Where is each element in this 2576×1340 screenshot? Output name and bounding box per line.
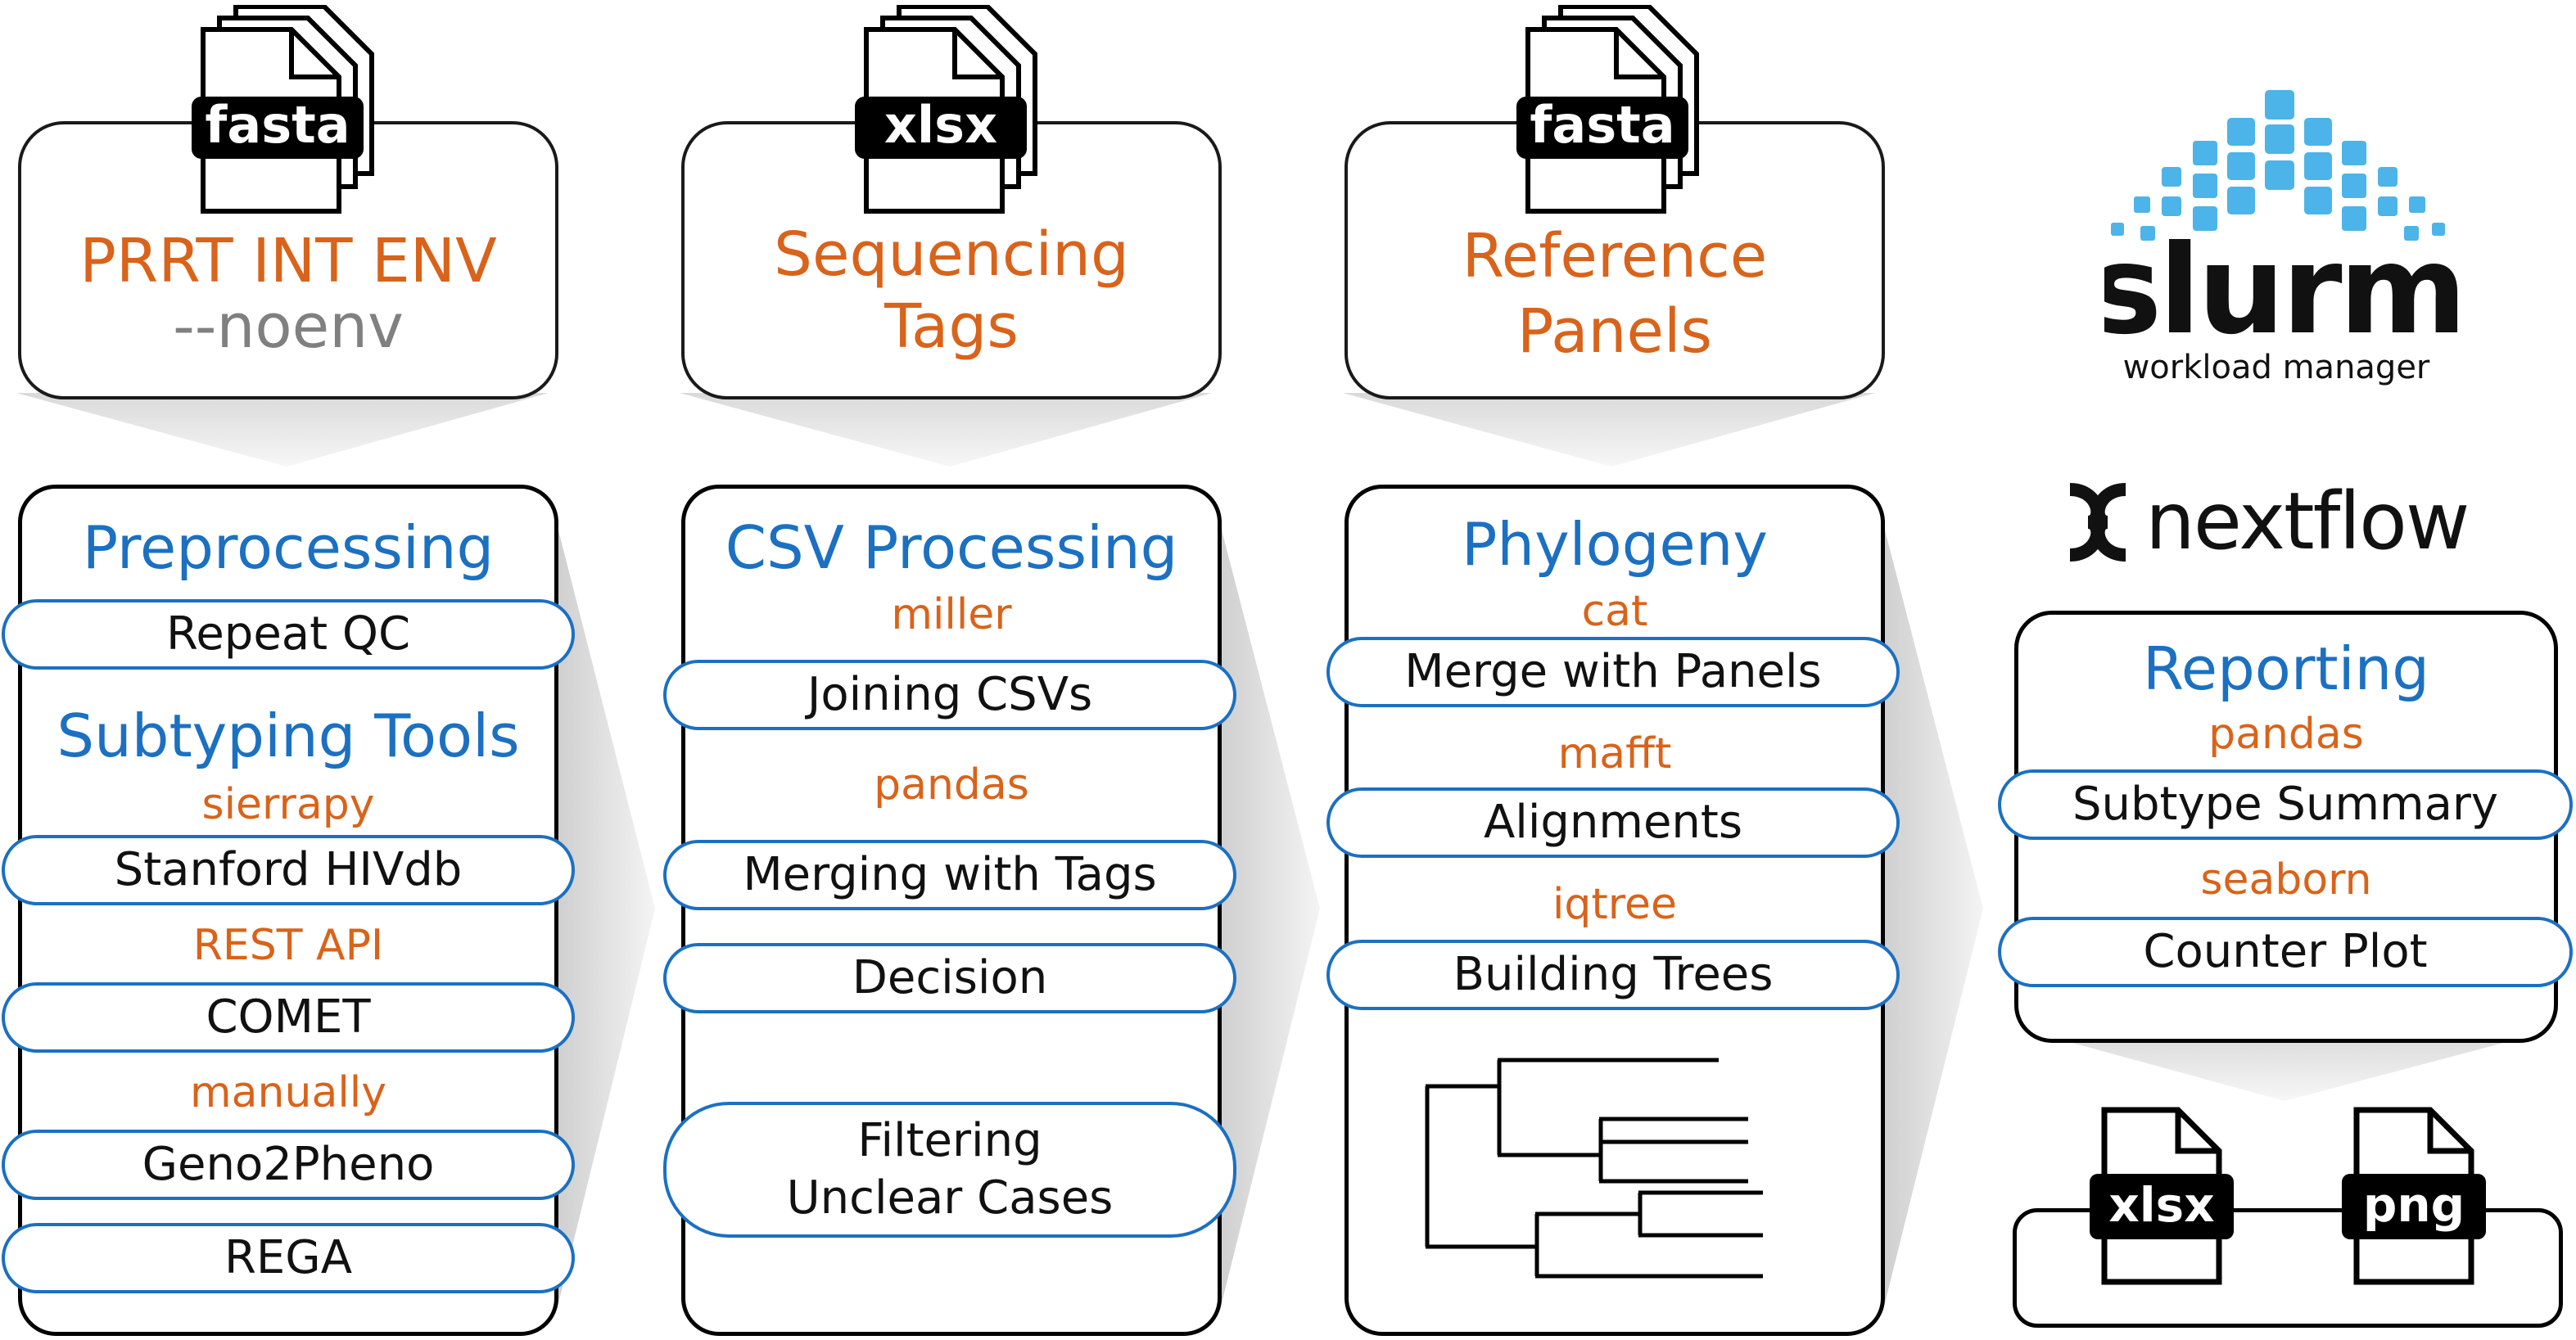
step-stanford-hivdb: Stanford HIVdb: [2, 835, 575, 905]
tool-seaborn: seaborn: [2200, 855, 2372, 905]
tool-rest-api: REST API: [192, 921, 384, 970]
nextflow-logo: nextflow: [2069, 478, 2470, 567]
step-repeat-qc: Repeat QC: [2, 599, 575, 670]
svg-text:nextflow: nextflow: [2145, 478, 2468, 567]
svg-text:xlsx: xlsx: [884, 95, 997, 155]
right-arrow-1: [557, 524, 655, 1310]
input-title-line1: Reference: [1462, 221, 1768, 291]
fasta-file-icon: fasta: [192, 5, 374, 214]
step-rega: REGA: [2, 1223, 575, 1293]
phylogeny-panel: Phylogeny cat mafft iqtree: [1344, 485, 1885, 1336]
nextflow-mark-icon: [2069, 483, 2126, 562]
step-filtering-unclear-cases: Filtering Unclear Cases: [663, 1102, 1236, 1238]
tool-pandas: pandas: [874, 760, 1029, 810]
fasta-file-icon: fasta: [1516, 5, 1699, 214]
png-output-file-icon: png: [2342, 1107, 2486, 1285]
tool-iqtree: iqtree: [1552, 880, 1678, 929]
svg-text:fasta: fasta: [205, 95, 350, 155]
step-decision: Decision: [663, 943, 1236, 1013]
down-arrow-1: [16, 393, 549, 467]
input-title-line1: PRRT INT ENV: [79, 226, 497, 296]
preprocessing-title: Preprocessing: [82, 513, 495, 582]
svg-text:slurm: slurm: [2104, 219, 2464, 362]
csv-processing-title: CSV Processing: [725, 513, 1178, 582]
svg-text:xlsx: xlsx: [2108, 1177, 2214, 1233]
step-merge-with-panels: Merge with Panels: [1326, 637, 1900, 707]
slurm-logo: slurm workload manager: [2104, 90, 2467, 386]
step-merging-with-tags: Merging with Tags: [663, 840, 1236, 910]
step-building-trees: Building Trees: [1326, 940, 1900, 1010]
step-joining-csvs: Joining CSVs: [663, 660, 1236, 730]
step-geno2pheno: Geno2Pheno: [2, 1130, 575, 1200]
subtyping-tools-title: Subtyping Tools: [56, 702, 520, 770]
svg-text:fasta: fasta: [1530, 95, 1674, 155]
step-subtype-summary: Subtype Summary: [1998, 769, 2573, 840]
down-arrow-3: [1343, 393, 1875, 467]
down-arrow-4: [2031, 1031, 2547, 1101]
tool-mafft: mafft: [1557, 729, 1672, 778]
phylogeny-title: Phylogeny: [1462, 510, 1768, 579]
step-counter-plot: Counter Plot: [1998, 917, 2573, 987]
filtering-line2: Unclear Cases: [786, 1171, 1114, 1225]
step-alignments: Alignments: [1326, 787, 1900, 858]
tool-pandas: pandas: [2208, 710, 2364, 759]
right-arrow-3: [1883, 524, 1983, 1310]
slurm-dots-icon: [2111, 90, 2445, 241]
right-arrow-2: [1220, 524, 1320, 1310]
xlsx-file-icon: xlsx: [855, 5, 1037, 214]
input-title-line2: Tags: [884, 291, 1019, 362]
xlsx-output-file-icon: xlsx: [2090, 1107, 2234, 1285]
input-title-line2: Panels: [1516, 296, 1713, 367]
phylogenetic-tree-icon: [1425, 1058, 1763, 1279]
svg-text:png: png: [2363, 1177, 2465, 1233]
filtering-line1: Filtering: [857, 1114, 1042, 1167]
tool-sierrapy: sierrapy: [201, 780, 375, 829]
input-title-line1: Sequencing: [774, 219, 1129, 290]
tool-miller: miller: [891, 590, 1012, 639]
input-title-line2: --noenv: [173, 291, 404, 362]
down-arrow-2: [680, 393, 1212, 467]
tool-cat: cat: [1581, 587, 1648, 636]
input-box-sequencing-tags: Sequencing Tags: [681, 121, 1222, 399]
svg-text:workload manager: workload manager: [2123, 349, 2430, 386]
reporting-title: Reporting: [2142, 634, 2429, 703]
step-comet: COMET: [2, 982, 575, 1053]
tool-manually: manually: [190, 1068, 386, 1117]
